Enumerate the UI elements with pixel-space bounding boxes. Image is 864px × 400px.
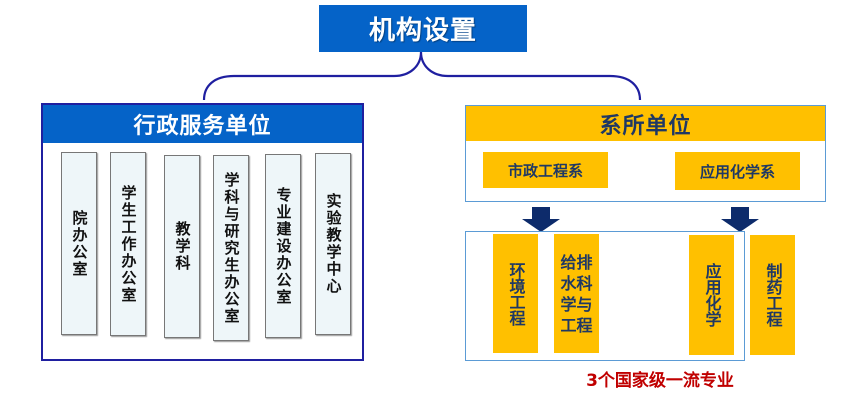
major-label: 制药工程 [763,263,783,327]
major-card[interactable]: 给排 水科 学与 工程 [554,234,599,353]
office-card[interactable]: 专业建设办公室 [265,154,301,338]
major-card[interactable]: 制药工程 [750,235,795,355]
office-label: 实验教学中心 [324,193,343,295]
major-label-line: 给排 [560,252,593,272]
office-card[interactable]: 学生工作办公室 [110,152,146,336]
office-label: 学科与研究生办公室 [222,171,241,325]
major-label: 应用化学 [702,263,722,327]
office-card[interactable]: 教学科 [164,155,200,338]
major-label: 环境工程 [506,261,526,326]
department-label: 应用化学系 [699,162,775,181]
first-class-majors-caption: 3个国家级一流专业 [586,371,734,391]
department-card[interactable]: 应用化学系 [675,152,800,190]
major-label-line: 工程 [560,315,593,335]
department-label: 市政工程系 [507,161,583,180]
office-label: 教学科 [173,221,192,272]
major-card[interactable]: 环境工程 [493,234,538,353]
departments-panel: 系所单位 市政工程系 应用化学系 [465,105,826,202]
office-label: 专业建设办公室 [274,186,293,306]
departments-header: 系所单位 [466,106,825,141]
admin-services-panel: 行政服务单位 院办公室 学生工作办公室 教学科 学科与研究生办公室 专业建设办公… [41,103,364,361]
admin-services-header: 行政服务单位 [43,105,362,143]
department-card[interactable]: 市政工程系 [483,152,608,188]
major-label-line: 学与 [560,294,593,314]
office-label: 院办公室 [70,209,89,278]
major-label-line: 水科 [560,273,593,293]
major-label: 给排 水科 学与 工程 [560,252,592,336]
brace-connector [202,51,642,101]
office-card[interactable]: 学科与研究生办公室 [213,155,249,341]
org-title: 机构设置 [319,5,527,52]
down-arrow-icon [522,207,560,232]
office-card[interactable]: 院办公室 [61,152,97,335]
major-card[interactable]: 应用化学 [689,235,734,355]
office-label: 学生工作办公室 [119,184,138,304]
down-arrow-icon [721,207,759,232]
office-card[interactable]: 实验教学中心 [315,153,351,335]
